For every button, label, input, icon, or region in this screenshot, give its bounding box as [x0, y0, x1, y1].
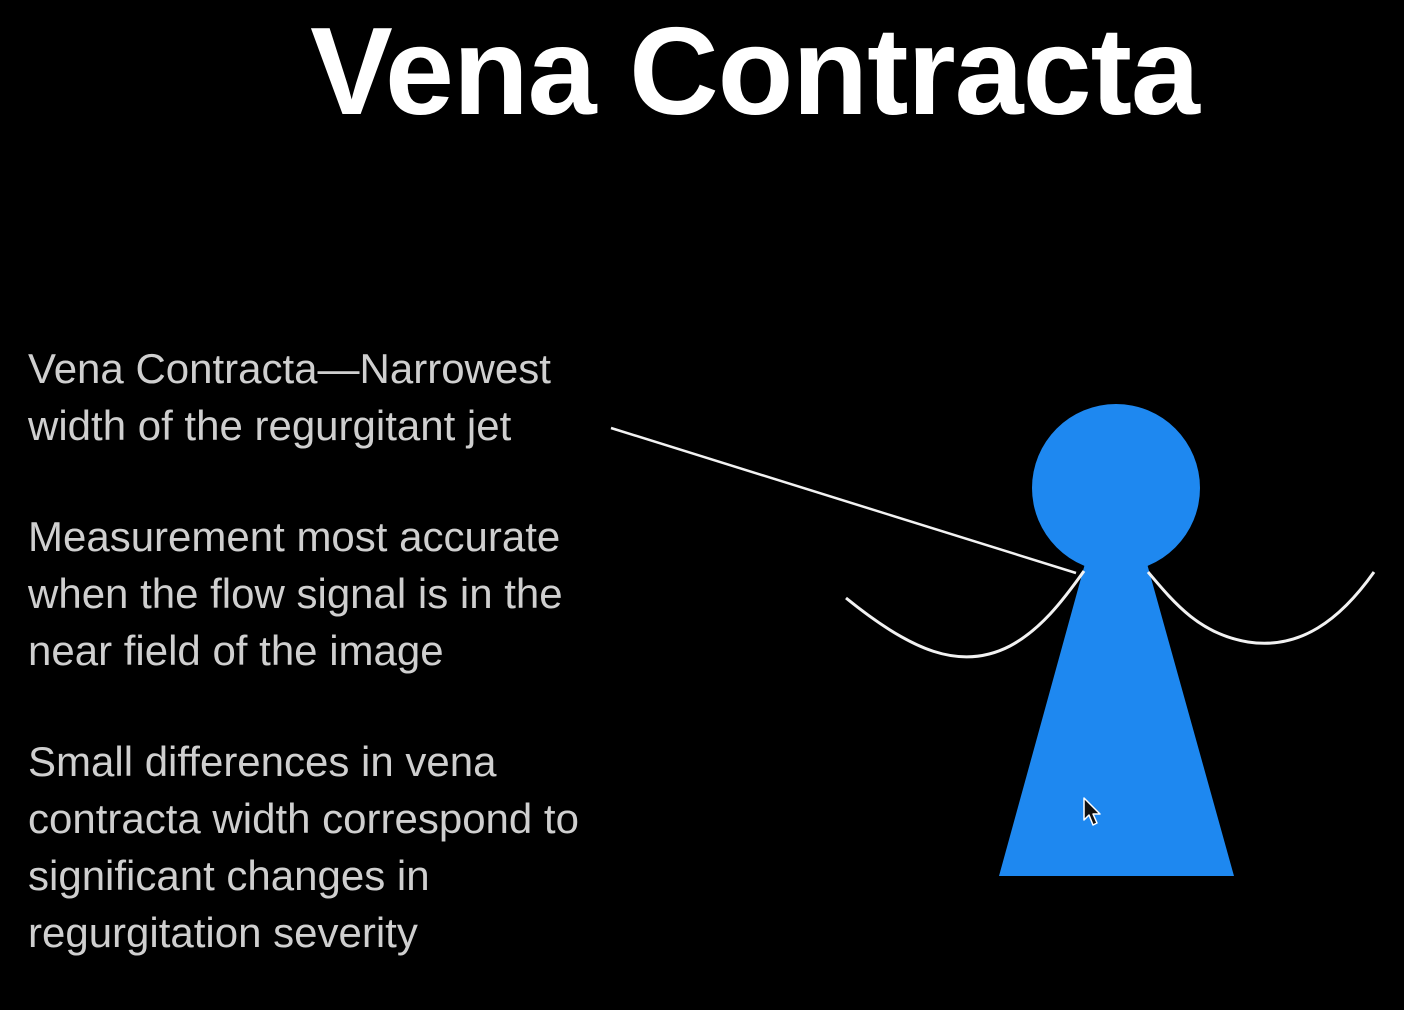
mouse-pointer-icon — [1083, 797, 1101, 826]
bullet-text-line: when the flow signal is in the — [28, 570, 563, 617]
bullet-measurement-accuracy: Measurement most accurate when the flow … — [28, 508, 563, 679]
bullet-text-line: Small differences in vena — [28, 738, 497, 785]
slide-title: Vena Contracta — [310, 3, 1200, 141]
regurgitant-jet-triangle — [999, 560, 1234, 876]
bullet-vena-contracta-definition: Vena Contracta—Narrowest width of the re… — [28, 340, 551, 454]
pointer-leader-line — [610, 426, 1077, 575]
bullet-text-line: width of the regurgitant jet — [28, 402, 512, 449]
flow-convergence-circle — [1032, 404, 1200, 572]
bullet-text-line: Measurement most accurate — [28, 513, 561, 560]
left-valve-leaflet — [845, 570, 1086, 659]
bullet-text-line: significant changes in — [28, 852, 430, 899]
right-valve-leaflet — [1146, 571, 1376, 645]
bullet-text-line: regurgitation severity — [28, 909, 418, 956]
bullet-width-differences: Small differences in vena contracta widt… — [28, 733, 579, 961]
bullet-text-line: near field of the image — [28, 627, 444, 674]
regurgitant-jet-shape — [999, 404, 1234, 876]
bullet-text-line: Vena Contracta—Narrowest — [28, 345, 551, 392]
bullet-text-line: contracta width correspond to — [28, 795, 579, 842]
